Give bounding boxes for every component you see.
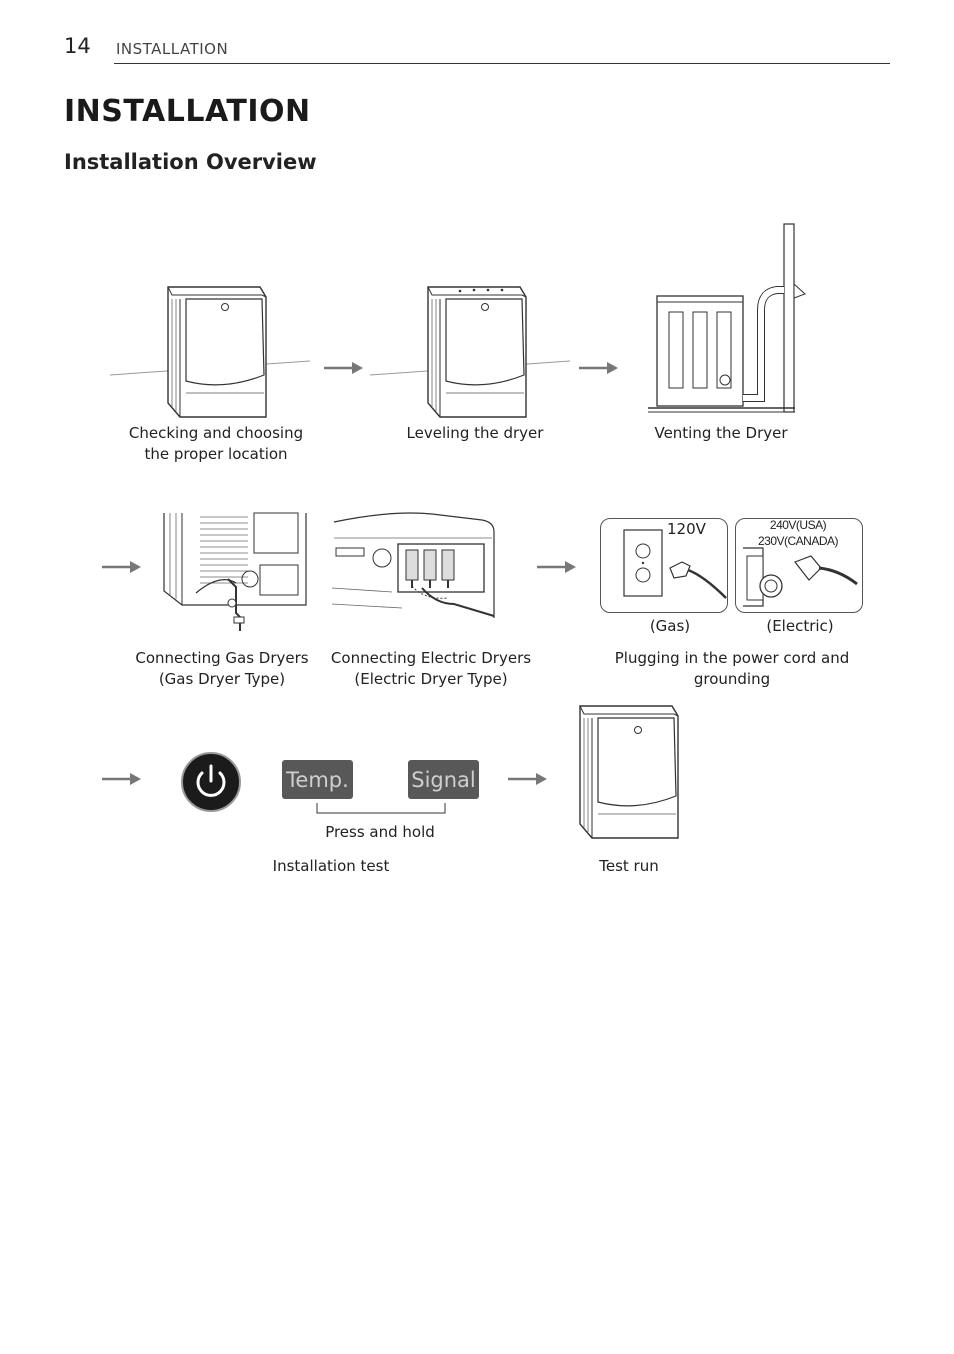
voltage-120v-label: 120V	[667, 520, 706, 538]
press-hold-caption: Press and hold	[325, 823, 435, 841]
step-install-test-caption: Installation test	[272, 857, 390, 875]
arrow-icon	[508, 773, 547, 785]
step-electric-caption: Connecting Electric Dryers (Electric Dry…	[330, 649, 532, 688]
temp-button[interactable]: Temp.	[282, 760, 353, 799]
step-test-run-caption: Test run	[599, 857, 659, 875]
gas-label: (Gas)	[649, 617, 691, 635]
signal-button[interactable]: Signal	[408, 760, 479, 799]
voltage-usa-label: 240V(USA)	[769, 518, 827, 532]
dryer-location-illustration	[109, 286, 311, 418]
voltage-240v-label: 240V(USA) 230V(CANADA)	[737, 517, 859, 549]
power-button-icon[interactable]	[180, 751, 242, 813]
arrow-icon	[102, 561, 141, 573]
voltage-canada-label: 230V(CANADA)	[757, 534, 839, 548]
electric-label: (Electric)	[766, 617, 834, 635]
outlet-120v-illustration	[623, 529, 727, 599]
arrow-icon	[579, 362, 618, 374]
page-title: INSTALLATION	[64, 94, 311, 129]
electric-dryer-illustration	[331, 512, 495, 618]
outlet-240v-illustration	[743, 547, 858, 607]
arrow-icon	[324, 362, 363, 374]
step-location-caption: Checking and choosing the proper locatio…	[128, 424, 304, 463]
outlet-240v-panel	[735, 518, 863, 613]
step-leveling-caption: Leveling the dryer	[406, 424, 544, 442]
step-venting-caption: Venting the Dryer	[654, 424, 788, 442]
gas-dryer-illustration	[163, 512, 307, 631]
arrow-icon	[537, 561, 576, 573]
section-subtitle: Installation Overview	[64, 150, 317, 174]
press-hold-bracket	[316, 803, 446, 814]
dryer-leveling-illustration	[369, 286, 571, 418]
dryer-test-run-illustration	[579, 705, 679, 839]
header-rule	[114, 63, 890, 64]
header-section: INSTALLATION	[116, 40, 229, 58]
step-gas-caption: Connecting Gas Dryers (Gas Dryer Type)	[135, 649, 309, 688]
page-number: 14	[64, 34, 91, 58]
temp-button-label: Temp.	[286, 767, 349, 792]
step-power-caption: Plugging in the power cord and grounding	[614, 649, 850, 688]
dryer-venting-illustration	[648, 223, 806, 413]
outlet-120v-panel	[600, 518, 728, 613]
signal-button-label: Signal	[411, 767, 476, 792]
arrow-icon	[102, 773, 141, 785]
